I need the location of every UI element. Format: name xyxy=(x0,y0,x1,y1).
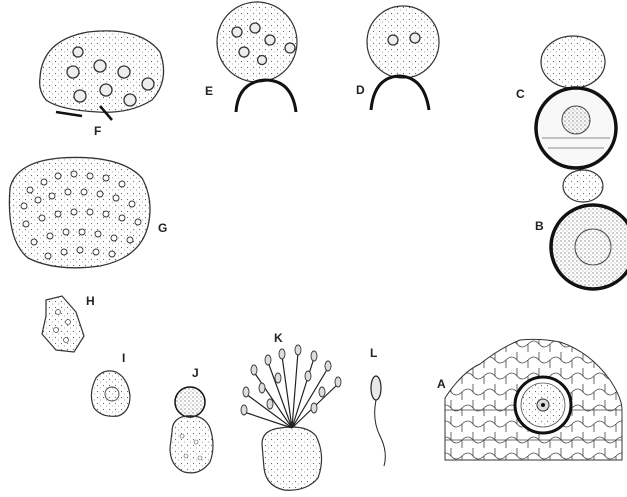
stage-j-label: J xyxy=(192,366,199,380)
stage-d-figure xyxy=(367,6,439,110)
stage-h-figure xyxy=(42,296,84,352)
stage-j-figure xyxy=(170,387,213,473)
stage-k-label: K xyxy=(274,331,283,345)
stage-i-figure xyxy=(91,371,130,416)
stage-a-figure xyxy=(445,339,622,460)
stage-e-label: E xyxy=(205,84,213,98)
stage-f-figure xyxy=(40,31,164,120)
stage-k-figure xyxy=(241,345,341,490)
stage-l-label: L xyxy=(370,346,377,360)
stage-f-label: F xyxy=(94,124,101,138)
stage-d-label: D xyxy=(356,83,365,97)
stage-c-label: C xyxy=(516,87,525,101)
stage-b-figure xyxy=(551,170,627,289)
stage-h-label: H xyxy=(86,294,95,308)
stage-g-figure xyxy=(9,157,150,267)
stage-e-figure xyxy=(217,2,297,112)
stage-b-label: B xyxy=(535,219,544,233)
stage-c-figure xyxy=(536,36,616,168)
stage-g-label: G xyxy=(158,221,167,235)
stage-l-figure xyxy=(371,376,385,466)
stage-i-label: I xyxy=(122,351,125,365)
stage-a-label: A xyxy=(437,377,446,391)
